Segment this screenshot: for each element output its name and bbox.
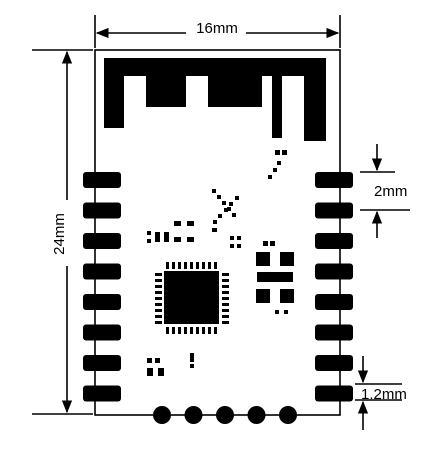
- width-dimension: 16mm: [94, 15, 341, 48]
- chip-lead: [190, 327, 193, 334]
- right-component: [256, 241, 294, 314]
- height-dimension: 24mm: [32, 49, 93, 415]
- chip-lead: [208, 262, 211, 269]
- height-label: 24mm: [51, 213, 68, 255]
- right-pad: [315, 233, 353, 249]
- right-pad: [315, 202, 353, 219]
- right-pad: [315, 385, 353, 402]
- chip-lead: [155, 321, 162, 324]
- diagonal-marks: [212, 150, 287, 232]
- chip-lead: [222, 315, 229, 318]
- chip-lead: [214, 262, 217, 269]
- right-pad: [315, 355, 353, 371]
- chip-lead: [155, 279, 162, 282]
- chip-lead: [166, 327, 169, 334]
- chip-lead: [222, 285, 229, 288]
- board-outline: [94, 49, 341, 416]
- left-pad: [83, 172, 121, 188]
- left-pad: [83, 233, 121, 249]
- chip-lead: [155, 309, 162, 312]
- right-pad: [315, 172, 353, 188]
- chip-lead: [155, 273, 162, 276]
- bottom-pad: [184, 406, 203, 424]
- left-pad: [83, 355, 121, 371]
- chip-lead: [222, 291, 229, 294]
- bottom-pad: [247, 406, 266, 424]
- chip-lead: [222, 279, 229, 282]
- right-pad: [315, 263, 353, 280]
- pitch-label: 2mm: [374, 183, 407, 200]
- chip-lead: [155, 285, 162, 288]
- chip-lead: [155, 303, 162, 306]
- right-pad: [315, 324, 353, 341]
- chip-lead: [222, 273, 229, 276]
- chip-lead: [190, 262, 193, 269]
- chip-lead: [184, 327, 187, 334]
- left-pad: [83, 294, 121, 310]
- chip-lead: [214, 327, 217, 334]
- chip-lead: [178, 327, 181, 334]
- left-pad: [83, 324, 121, 341]
- chip-lead: [155, 297, 162, 300]
- bottom-pad: [153, 406, 171, 424]
- chip-lead: [172, 327, 175, 334]
- bottom-pads: [153, 406, 297, 424]
- small-components: [147, 221, 241, 376]
- right-pad: [315, 294, 353, 310]
- chip-leads: [155, 262, 229, 334]
- chip-lead: [196, 262, 199, 269]
- chip-lead: [202, 327, 205, 334]
- chip-lead: [178, 262, 181, 269]
- chip-lead: [172, 262, 175, 269]
- chip-lead: [202, 262, 205, 269]
- left-pad: [83, 202, 121, 219]
- pad-width-dimension: 1.2mm: [355, 356, 407, 430]
- chip-lead: [166, 262, 169, 269]
- left-pad: [83, 385, 121, 402]
- main-chip: [164, 271, 219, 324]
- chip-lead: [208, 327, 211, 334]
- chip-lead: [155, 291, 162, 294]
- pad-width-label: 1.2mm: [361, 386, 407, 403]
- right-pads: [315, 172, 353, 402]
- bottom-pad: [216, 406, 234, 424]
- pitch-dimension: 2mm: [360, 144, 410, 238]
- left-pad: [83, 263, 121, 280]
- chip-lead: [222, 321, 229, 324]
- chip-lead: [222, 297, 229, 300]
- chip-lead: [222, 309, 229, 312]
- chip-lead: [155, 315, 162, 318]
- chip-lead: [222, 303, 229, 306]
- width-label: 16mm: [196, 20, 238, 37]
- antenna-trace: [104, 58, 326, 141]
- bottom-pad: [279, 406, 297, 424]
- left-pads: [83, 172, 121, 402]
- chip-lead: [196, 327, 199, 334]
- chip-lead: [184, 262, 187, 269]
